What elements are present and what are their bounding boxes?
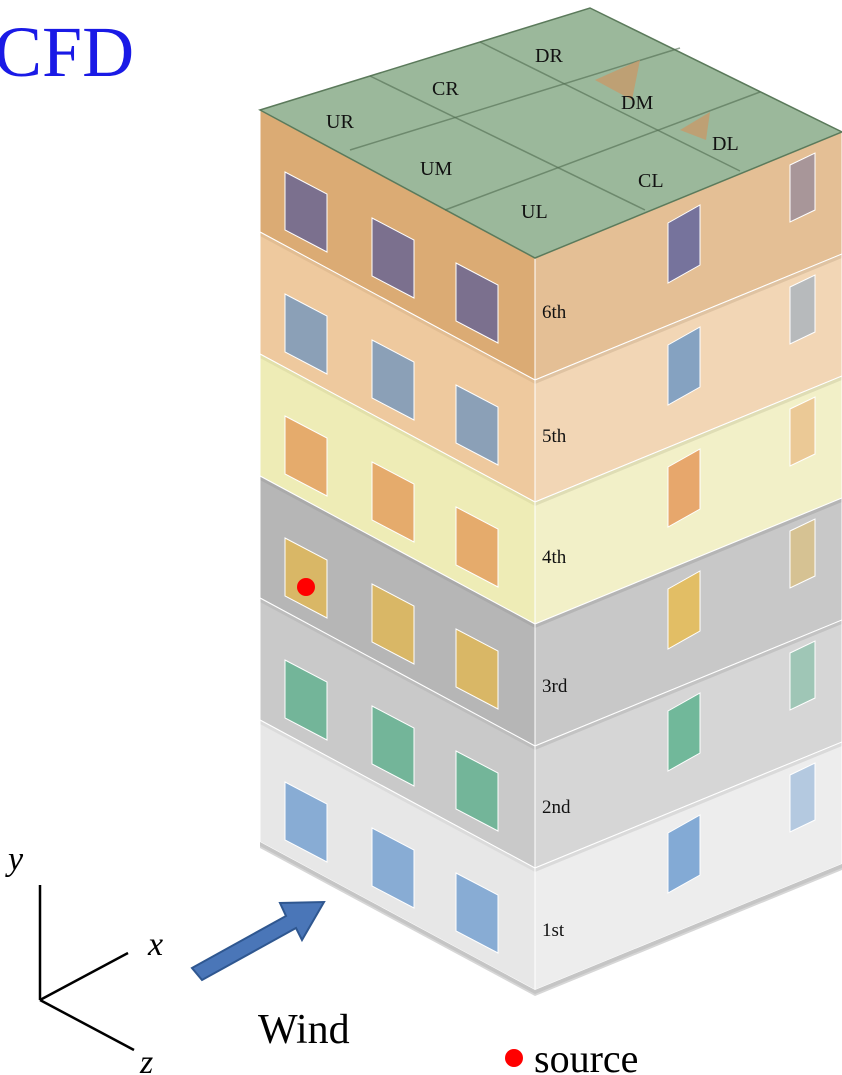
roof-divider-1 bbox=[369, 75, 646, 211]
legend: source bbox=[505, 1036, 638, 1075]
window bbox=[789, 396, 816, 467]
roof bbox=[258, 7, 842, 259]
wind-indicator: Wind bbox=[190, 900, 350, 1053]
roof-divider-3 bbox=[349, 47, 681, 151]
floors bbox=[259, 109, 842, 996]
floor-label: 3rd bbox=[542, 676, 568, 697]
window bbox=[284, 171, 328, 253]
wind-label: Wind bbox=[258, 1007, 350, 1053]
roof-labels: UR CR DR UM DM UL CL DL bbox=[326, 45, 739, 223]
window bbox=[789, 518, 816, 589]
window bbox=[455, 384, 499, 466]
window bbox=[789, 152, 816, 223]
window bbox=[789, 762, 816, 833]
roof-vent-2 bbox=[680, 112, 710, 140]
window bbox=[284, 415, 328, 497]
roof-divider-4 bbox=[444, 91, 761, 211]
roof-label-um: UM bbox=[420, 158, 452, 180]
window bbox=[455, 750, 499, 832]
window bbox=[371, 461, 415, 543]
window bbox=[667, 326, 701, 406]
window bbox=[667, 204, 701, 284]
x-axis-line bbox=[39, 951, 129, 1002]
floor-label: 2nd bbox=[542, 797, 571, 818]
roof-label-cr: CR bbox=[432, 78, 459, 100]
axes: y x z bbox=[5, 841, 163, 1075]
title: CFD bbox=[0, 12, 134, 92]
window bbox=[284, 659, 328, 741]
floor-label: 5th bbox=[542, 426, 567, 447]
floor-label: 6th bbox=[542, 302, 567, 323]
floor-label: 4th bbox=[542, 547, 567, 568]
floor-label: 1st bbox=[542, 920, 565, 941]
window bbox=[455, 262, 499, 344]
z-axis-line bbox=[39, 998, 135, 1052]
window bbox=[371, 583, 415, 665]
roof-vent-1 bbox=[595, 60, 640, 100]
building: UR CR DR UM DM UL CL DL 6th 5th 4th 3rd … bbox=[258, 7, 842, 996]
window bbox=[455, 506, 499, 588]
window bbox=[667, 570, 701, 650]
legend-source-label: source bbox=[534, 1036, 638, 1075]
roof-divider-2 bbox=[479, 41, 741, 172]
window bbox=[371, 827, 415, 909]
window bbox=[667, 814, 701, 894]
roof-label-ul: UL bbox=[521, 201, 548, 223]
window bbox=[789, 640, 816, 711]
window bbox=[667, 448, 701, 528]
z-axis-label: z bbox=[139, 1044, 153, 1075]
window bbox=[789, 274, 816, 345]
window bbox=[371, 705, 415, 787]
source-marker bbox=[297, 578, 315, 596]
window bbox=[455, 628, 499, 710]
wind-arrow-icon bbox=[190, 900, 326, 982]
x-axis-label: x bbox=[147, 926, 163, 963]
roof-label-dm: DM bbox=[621, 92, 653, 114]
window bbox=[284, 293, 328, 375]
roof-label-ur: UR bbox=[326, 111, 354, 133]
roof-label-cl: CL bbox=[638, 170, 664, 192]
roof-label-dl: DL bbox=[712, 133, 739, 155]
window bbox=[455, 872, 499, 954]
roof-label-dr: DR bbox=[535, 45, 563, 67]
window bbox=[371, 339, 415, 421]
window bbox=[371, 217, 415, 299]
floor-labels: 6th 5th 4th 3rd 2nd 1st bbox=[542, 302, 571, 941]
window bbox=[284, 781, 328, 863]
window bbox=[667, 692, 701, 772]
y-axis-label: y bbox=[5, 841, 24, 878]
legend-source-marker bbox=[505, 1049, 523, 1067]
